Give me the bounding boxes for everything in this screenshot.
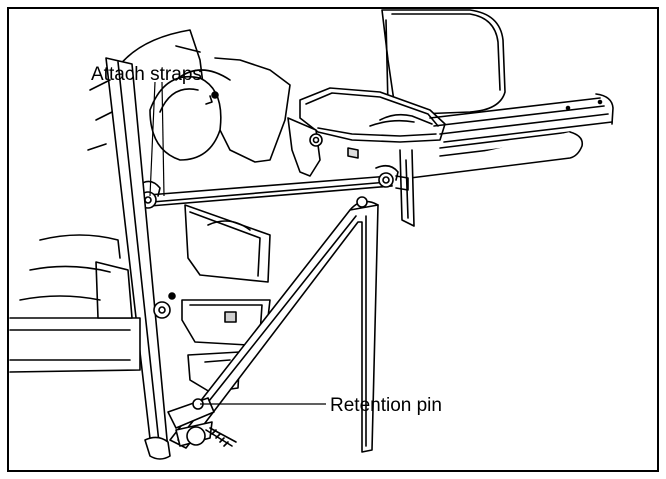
side-rails [403, 93, 614, 179]
attach-straps-leader-right [161, 81, 165, 197]
attach-straps-leader-left [149, 81, 156, 197]
background-lines [87, 45, 201, 151]
callout-leaders [149, 81, 326, 405]
seat-platform [299, 87, 446, 143]
upper-mechanism [287, 117, 415, 227]
attach-straps-label: Attach straps [91, 64, 202, 85]
seat-back [381, 9, 506, 115]
retention-pin-label: Retention pin [330, 395, 442, 416]
left-wheel-area [9, 234, 141, 373]
back-shell [109, 29, 291, 163]
retention-pin-assembly [167, 397, 237, 447]
